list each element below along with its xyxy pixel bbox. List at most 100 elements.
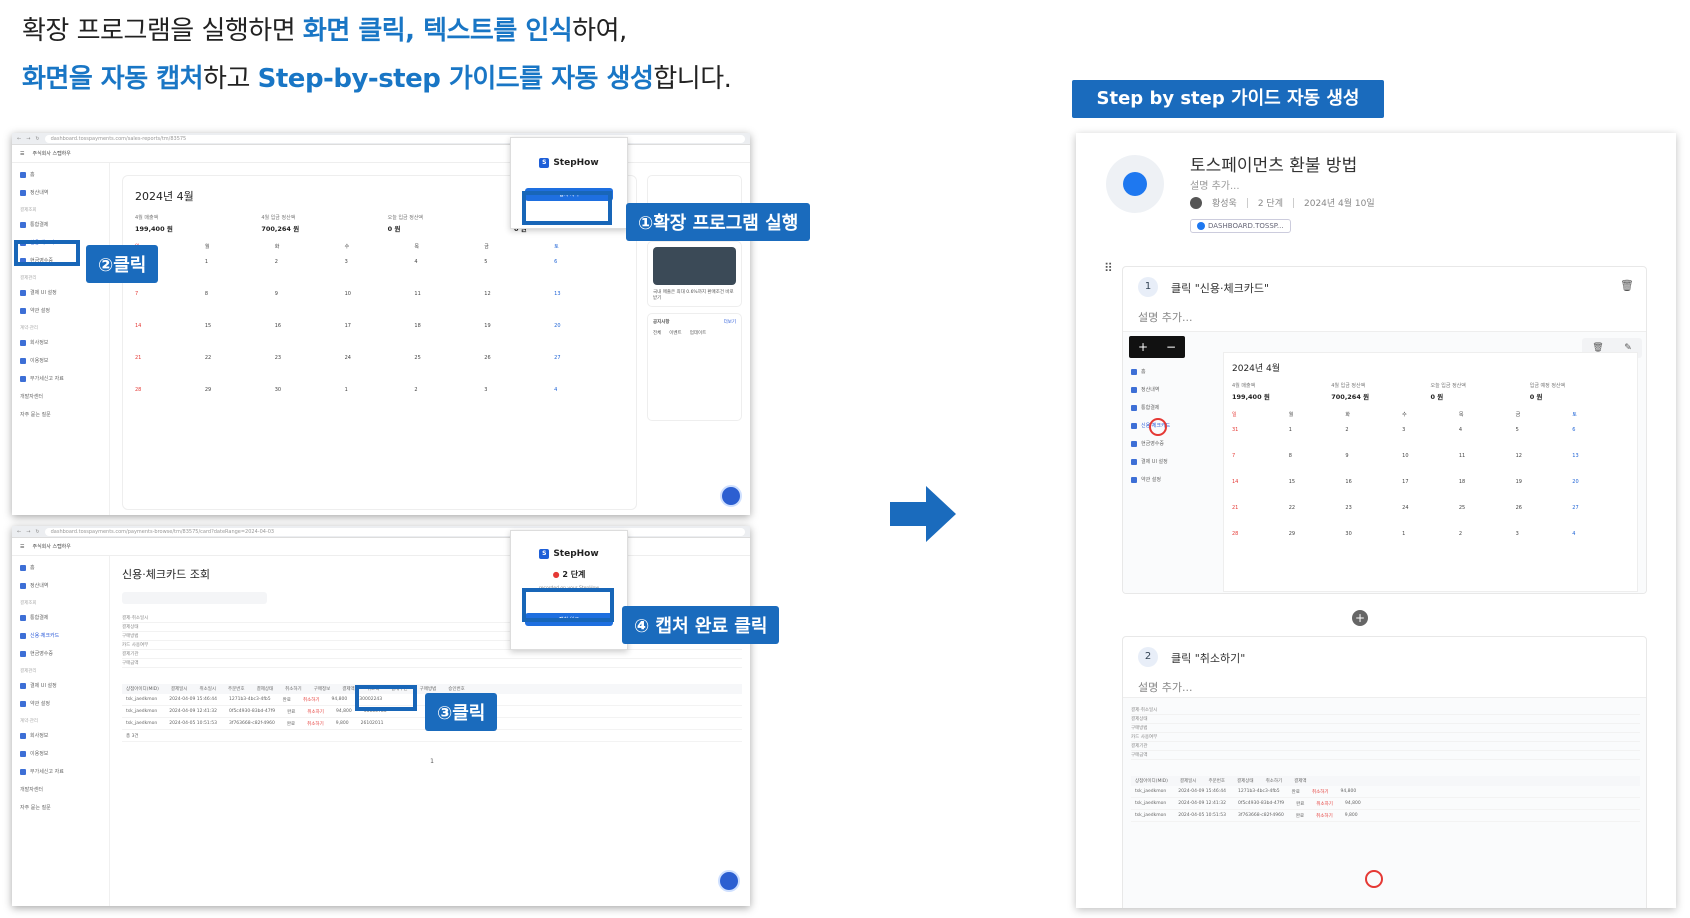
calendar-day[interactable]: 18	[1458, 479, 1466, 485]
forward-icon[interactable]: →	[26, 135, 31, 142]
sidebar-item-devcenter[interactable]: 개발자센터	[20, 394, 44, 400]
calendar-day[interactable]: 3	[1402, 427, 1406, 433]
page-number[interactable]: 1	[430, 758, 434, 765]
trash-icon[interactable]: 🗑	[1620, 279, 1634, 292]
tab-event[interactable]: 이벤트	[669, 331, 682, 336]
sidebar-item-vat[interactable]: 부가세신고 자료	[20, 768, 101, 775]
sidebar-item-faq[interactable]: 자주 묻는 질문	[20, 805, 51, 811]
sidebar-item-integrated[interactable]: 통합결제	[20, 614, 101, 621]
calendar-day[interactable]: 16	[274, 323, 282, 329]
calendar-day[interactable]: 17	[344, 323, 351, 329]
calendar-day[interactable]: 2	[1345, 427, 1349, 433]
calendar-day[interactable]: 23	[274, 355, 282, 361]
guide-title[interactable]: 토스페이먼츠 환불 방법	[1190, 156, 1358, 176]
calendar-day[interactable]: 19	[484, 323, 491, 329]
calendar-day[interactable]: 20	[554, 323, 561, 329]
edit-icon[interactable]: ✎	[1624, 343, 1632, 353]
sidebar-item-usage[interactable]: 이용정보	[20, 357, 101, 364]
calendar-day[interactable]: 14	[135, 323, 142, 329]
filter-row[interactable]: 결제기관	[122, 650, 742, 659]
sidebar-item-usage[interactable]: 이용정보	[20, 750, 101, 757]
sidebar-item-settlement[interactable]: 정산내역	[20, 189, 101, 196]
promo-card[interactable]: 국내 매출은 최대 0.6%까지 환매조건 바로받기	[647, 241, 742, 307]
calendar-day[interactable]: 5	[1515, 427, 1519, 433]
sidebar-item-integrated[interactable]: 통합결제	[20, 221, 101, 228]
calendar-day[interactable]: 13	[1572, 453, 1579, 459]
sidebar-item-terms[interactable]: 약관 설정	[20, 307, 101, 314]
calendar-day[interactable]: 9	[274, 291, 278, 297]
calendar-day[interactable]: 24	[1402, 505, 1409, 511]
calendar-day[interactable]: 23	[1345, 505, 1352, 511]
back-icon[interactable]: ←	[17, 528, 22, 535]
forward-icon[interactable]: →	[26, 528, 31, 535]
calendar-day[interactable]: 12	[1515, 453, 1522, 459]
address-bar[interactable]: dashboard.tosspayments.com/payments-brow…	[44, 527, 745, 536]
calendar-day[interactable]: 16	[1345, 479, 1352, 485]
cancel-button[interactable]: 취소하기	[302, 697, 320, 703]
help-avatar[interactable]	[720, 485, 742, 507]
calendar-day[interactable]: 30	[274, 387, 282, 393]
calendar-day[interactable]: 19	[1515, 479, 1522, 485]
trash-icon[interactable]: 🗑	[1592, 343, 1604, 353]
calendar-day[interactable]: 25	[414, 355, 421, 361]
calendar-day[interactable]: 12	[484, 291, 491, 297]
calendar-day[interactable]: 22	[204, 355, 212, 361]
calendar-day[interactable]: 2	[274, 259, 278, 265]
menu-icon[interactable]: ☰	[20, 150, 25, 157]
calendar-day[interactable]: 22	[1288, 505, 1296, 511]
calendar-day[interactable]: 26	[1515, 505, 1522, 511]
cancel-button[interactable]: 취소하기	[307, 709, 324, 715]
calendar-day[interactable]: 21	[1232, 505, 1239, 511]
calendar-day[interactable]: 29	[204, 387, 212, 393]
calendar-day[interactable]: 7	[1232, 453, 1236, 459]
sidebar-item-company[interactable]: 회사정보	[20, 732, 101, 739]
filter-row[interactable]: 카드 사용여부	[122, 641, 742, 650]
sidebar-item-credit-card[interactable]: 신용·체크카드	[20, 632, 101, 639]
zoom-out-button[interactable]: −	[1165, 340, 1177, 354]
calendar-day[interactable]: 2	[414, 387, 418, 393]
sidebar-item-payment-ui[interactable]: 결제 UI 설정	[20, 289, 101, 296]
sidebar-item-company[interactable]: 회사정보	[20, 339, 101, 346]
calendar-day[interactable]: 2	[1458, 531, 1463, 537]
calendar-day[interactable]: 27	[554, 355, 561, 361]
reload-icon[interactable]: ↻	[35, 135, 40, 142]
step-description[interactable]: 설명 추가...	[1138, 681, 1193, 694]
step-title[interactable]: 클릭 "취소하기"	[1171, 652, 1246, 665]
calendar-day[interactable]: 11	[1458, 453, 1466, 459]
calendar-day[interactable]: 3	[1515, 531, 1519, 537]
calendar-day[interactable]: 6	[1572, 427, 1576, 433]
calendar-day[interactable]: 25	[1458, 505, 1466, 511]
calendar-day[interactable]: 4	[554, 387, 558, 393]
help-avatar[interactable]	[718, 870, 740, 892]
filter-row[interactable]: 구매금액	[122, 659, 742, 668]
calendar-day[interactable]: 29	[1288, 531, 1296, 537]
filter-row[interactable]: 결제상태	[122, 623, 742, 632]
calendar-day[interactable]: 28	[135, 387, 142, 393]
calendar-day[interactable]: 13	[554, 291, 561, 297]
menu-icon[interactable]: ☰	[20, 543, 25, 550]
calendar-day[interactable]: 31	[1232, 427, 1239, 433]
calendar-day[interactable]: 14	[1232, 479, 1239, 485]
calendar-day[interactable]: 10	[344, 291, 351, 297]
filter-row[interactable]: 구매방법	[122, 632, 742, 641]
calendar-day[interactable]: 21	[135, 355, 142, 361]
tab-update[interactable]: 업데이트	[689, 331, 707, 336]
calendar-day[interactable]: 1	[204, 259, 209, 265]
calendar-day[interactable]: 3	[344, 259, 348, 265]
calendar-day[interactable]: 3	[484, 387, 488, 393]
calendar-day[interactable]: 7	[135, 291, 139, 297]
back-icon[interactable]: ←	[17, 135, 22, 142]
sidebar-item-faq[interactable]: 자주 묻는 질문	[20, 412, 51, 418]
add-step-button[interactable]: +	[1352, 610, 1368, 626]
calendar-day[interactable]: 4	[1572, 531, 1576, 537]
calendar-day[interactable]: 5	[484, 259, 488, 265]
filter-row[interactable]: 결제·취소일시	[122, 614, 742, 623]
search-input[interactable]	[122, 592, 267, 604]
calendar-day[interactable]: 15	[204, 323, 212, 329]
calendar-day[interactable]: 6	[554, 259, 558, 265]
sidebar-item-terms[interactable]: 약관 설정	[20, 700, 101, 707]
sidebar-item-settlement[interactable]: 정산내역	[20, 582, 101, 589]
sidebar-item-home[interactable]: 홈	[20, 564, 101, 571]
address-bar[interactable]: dashboard.tosspayments.com/sales-reports…	[44, 134, 745, 143]
sidebar-item-payment-ui[interactable]: 결제 UI 설정	[20, 682, 101, 689]
